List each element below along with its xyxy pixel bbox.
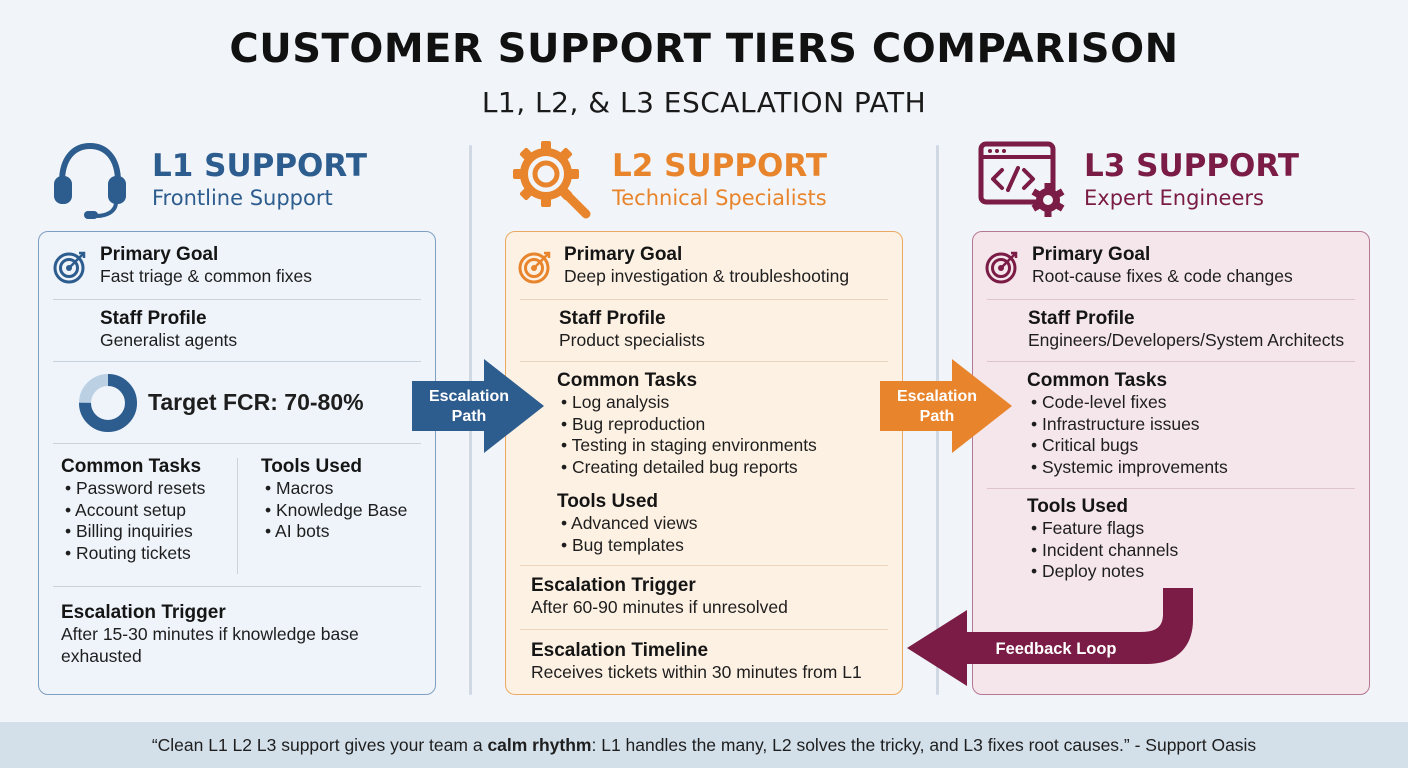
l1-subtitle: Frontline Support — [152, 186, 333, 210]
divider — [53, 586, 421, 587]
list-item: • Creating detailed bug reports — [561, 456, 798, 477]
headset-icon — [54, 142, 126, 219]
fcr-donut-chart — [79, 374, 137, 432]
list-item: • Account setup — [65, 499, 186, 520]
l3-common-tasks: Common Tasks • Code-level fixes• Infrast… — [1027, 370, 1228, 478]
l3-subtitle: Expert Engineers — [1084, 186, 1264, 210]
list-item: • Feature flags — [1031, 518, 1145, 538]
l2-common-tasks: Common Tasks • Log analysis• Bug reprodu… — [557, 370, 817, 478]
fcr-target-text: Target FCR: 70-80% — [148, 389, 364, 415]
l1-common-tasks: Common Tasks • Password resets• Account … — [61, 456, 206, 564]
page-subtitle: L1, L2, & L3 ESCALATION PATH — [481, 86, 927, 119]
l1-escalation-trigger: Escalation Trigger After 15-30 minutes i… — [61, 602, 359, 666]
l2-card: Primary Goal Deep investigation & troubl… — [505, 231, 903, 695]
list-item: • Deploy notes — [1031, 561, 1145, 581]
l2-title: L2 SUPPORT — [612, 148, 828, 184]
l3-tools-list: • Feature flags• Incident channels• Depl… — [1027, 518, 1178, 583]
list-item: • Testing in staging environments — [561, 435, 817, 455]
divider — [53, 443, 421, 444]
list-item: • Bug templates — [561, 534, 684, 555]
l2-escalation-timeline: Escalation Timeline Receives tickets wit… — [531, 640, 862, 682]
l2-staff-profile: Staff Profile Product specialists — [559, 308, 705, 350]
l3-primary-goal: Primary Goal Root-cause fixes & code cha… — [1032, 244, 1293, 286]
l1-card: Primary Goal Fast triage & common fixes … — [38, 231, 436, 695]
l3-tasks-list: • Code-level fixes• Infrastructure issue… — [1027, 392, 1228, 478]
l1-staff-profile: Staff Profile Generalist agents — [100, 308, 238, 350]
divider — [987, 488, 1355, 489]
footer-quote: “Clean L1 L2 L3 support gives your team … — [0, 722, 1408, 768]
l2-tasks-list: • Log analysis• Bug reproduction• Testin… — [557, 392, 817, 478]
l1-tasks-list: • Password resets• Account setup• Billin… — [61, 478, 205, 564]
escalation-arrow-l2-l3 — [880, 359, 1012, 453]
list-item: • Code-level fixes — [1031, 392, 1167, 412]
l2-escalation-trigger: Escalation Trigger After 60-90 minutes i… — [531, 575, 788, 617]
divider — [987, 299, 1355, 300]
list-item: • Systemic improvements — [1031, 456, 1228, 477]
target-icon — [985, 251, 1018, 284]
divider — [520, 565, 888, 566]
list-item: • Knowledge Base — [265, 499, 408, 520]
l1-primary-goal: Primary Goal Fast triage & common fixes — [100, 244, 313, 286]
l2-tools-used: Tools Used • Advanced views• Bug templat… — [557, 491, 698, 556]
divider — [237, 458, 238, 574]
list-item: • Password resets — [65, 478, 206, 498]
feedback-loop-arrow — [907, 588, 1193, 686]
l2-primary-goal: Primary Goal Deep investigation & troubl… — [564, 244, 850, 286]
list-item: • Advanced views — [561, 513, 698, 533]
escalation-arrow-l1-l2 — [412, 359, 544, 453]
target-icon — [518, 251, 551, 284]
l1-tools-list: • Macros• Knowledge Base• AI bots — [261, 478, 407, 543]
escalation-path-label-2: Escalation Path — [896, 388, 978, 425]
list-item: • AI bots — [265, 521, 330, 541]
l1-title: L1 SUPPORT — [152, 148, 368, 184]
divider — [520, 361, 888, 362]
fcr-progress-arc — [79, 374, 137, 432]
divider — [53, 299, 421, 300]
l2-subtitle: Technical Specialists — [612, 186, 827, 210]
l3-staff-profile: Staff Profile Engineers/Developers/Syste… — [1028, 308, 1345, 350]
page-title: CUSTOMER SUPPORT TIERS COMPARISON — [229, 26, 1179, 72]
list-item: • Critical bugs — [1031, 435, 1139, 455]
list-item: • Billing inquiries — [65, 521, 193, 541]
list-item: • Incident channels — [1031, 539, 1179, 560]
list-item: • Log analysis — [561, 392, 670, 412]
code-gear-icon — [978, 141, 1065, 217]
l1-tools-used: Tools Used • Macros• Knowledge Base• AI … — [261, 456, 408, 543]
list-item: • Infrastructure issues — [1031, 413, 1200, 434]
list-item: • Macros — [265, 478, 334, 498]
feedback-loop-label: Feedback Loop — [995, 640, 1117, 658]
divider — [520, 299, 888, 300]
l3-tools-used: Tools Used • Feature flags• Incident cha… — [1027, 496, 1179, 583]
divider — [987, 361, 1355, 362]
divider — [520, 629, 888, 630]
escalation-path-label-1: Escalation Path — [428, 388, 510, 425]
list-item: • Routing tickets — [65, 542, 191, 563]
list-item: • Bug reproduction — [561, 413, 706, 434]
target-icon — [53, 251, 86, 284]
l2-tools-list: • Advanced views• Bug templates — [557, 513, 697, 556]
l3-title: L3 SUPPORT — [1084, 148, 1300, 184]
divider — [53, 361, 421, 362]
gear-wrench-icon — [513, 141, 591, 219]
